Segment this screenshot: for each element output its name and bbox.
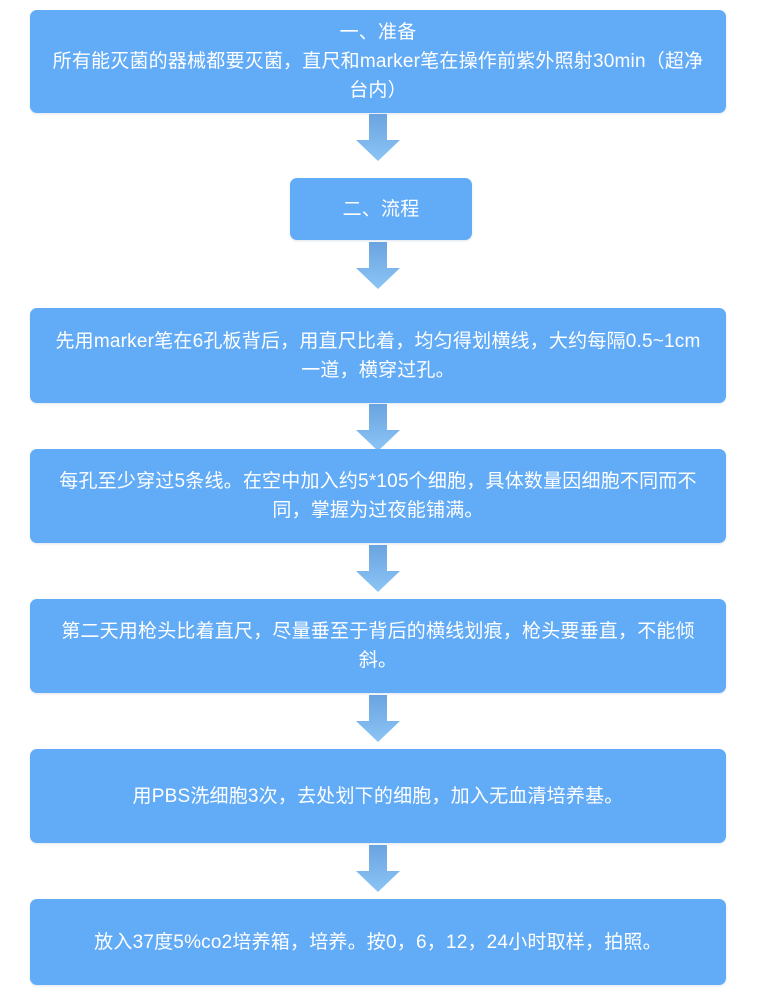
down-arrow-icon	[333, 545, 423, 593]
flow-node-step5-label: 放入37度5%co2培养箱，培养。按0，6，12，24小时取样，拍照。	[94, 931, 662, 953]
flow-node-step2-label: 每孔至少穿过5条线。在空中加入约5*105个细胞，具体数量因细胞不同而不同，掌握…	[59, 471, 697, 521]
down-arrow-icon	[333, 845, 423, 893]
flow-node-prepare-label: 一、准备 所有能灭菌的器械都要灭菌，直尺和marker笔在操作前紫外照射30mi…	[52, 22, 704, 101]
flow-node-step3[interactable]: 第二天用枪头比着直尺，尽量垂至于背后的横线划痕，枪头要垂直，不能倾斜。	[30, 599, 726, 693]
flow-node-step4[interactable]: 用PBS洗细胞3次，去处划下的细胞，加入无血清培养基。	[30, 749, 726, 843]
flow-node-step5[interactable]: 放入37度5%co2培养箱，培养。按0，6，12，24小时取样，拍照。	[30, 899, 726, 985]
flow-node-step2[interactable]: 每孔至少穿过5条线。在空中加入约5*105个细胞，具体数量因细胞不同而不同，掌握…	[30, 449, 726, 543]
flow-node-prepare[interactable]: 一、准备 所有能灭菌的器械都要灭菌，直尺和marker笔在操作前紫外照射30mi…	[30, 10, 726, 113]
flow-node-step1[interactable]: 先用marker笔在6孔板背后，用直尺比着，均匀得划横线，大约每隔0.5~1cm…	[30, 308, 726, 403]
down-arrow-icon	[333, 242, 423, 290]
flow-node-step4-label: 用PBS洗细胞3次，去处划下的细胞，加入无血清培养基。	[132, 785, 624, 807]
flow-node-step3-label: 第二天用枪头比着直尺，尽量垂至于背后的横线划痕，枪头要垂直，不能倾斜。	[61, 621, 695, 671]
down-arrow-icon	[333, 114, 423, 162]
down-arrow-icon	[333, 695, 423, 743]
flow-node-procedure[interactable]: 二、流程	[290, 178, 472, 240]
flow-node-step1-label: 先用marker笔在6孔板背后，用直尺比着，均匀得划横线，大约每隔0.5~1cm…	[55, 330, 701, 381]
down-arrow-icon	[333, 404, 423, 452]
flow-node-procedure-label: 二、流程	[342, 198, 420, 220]
